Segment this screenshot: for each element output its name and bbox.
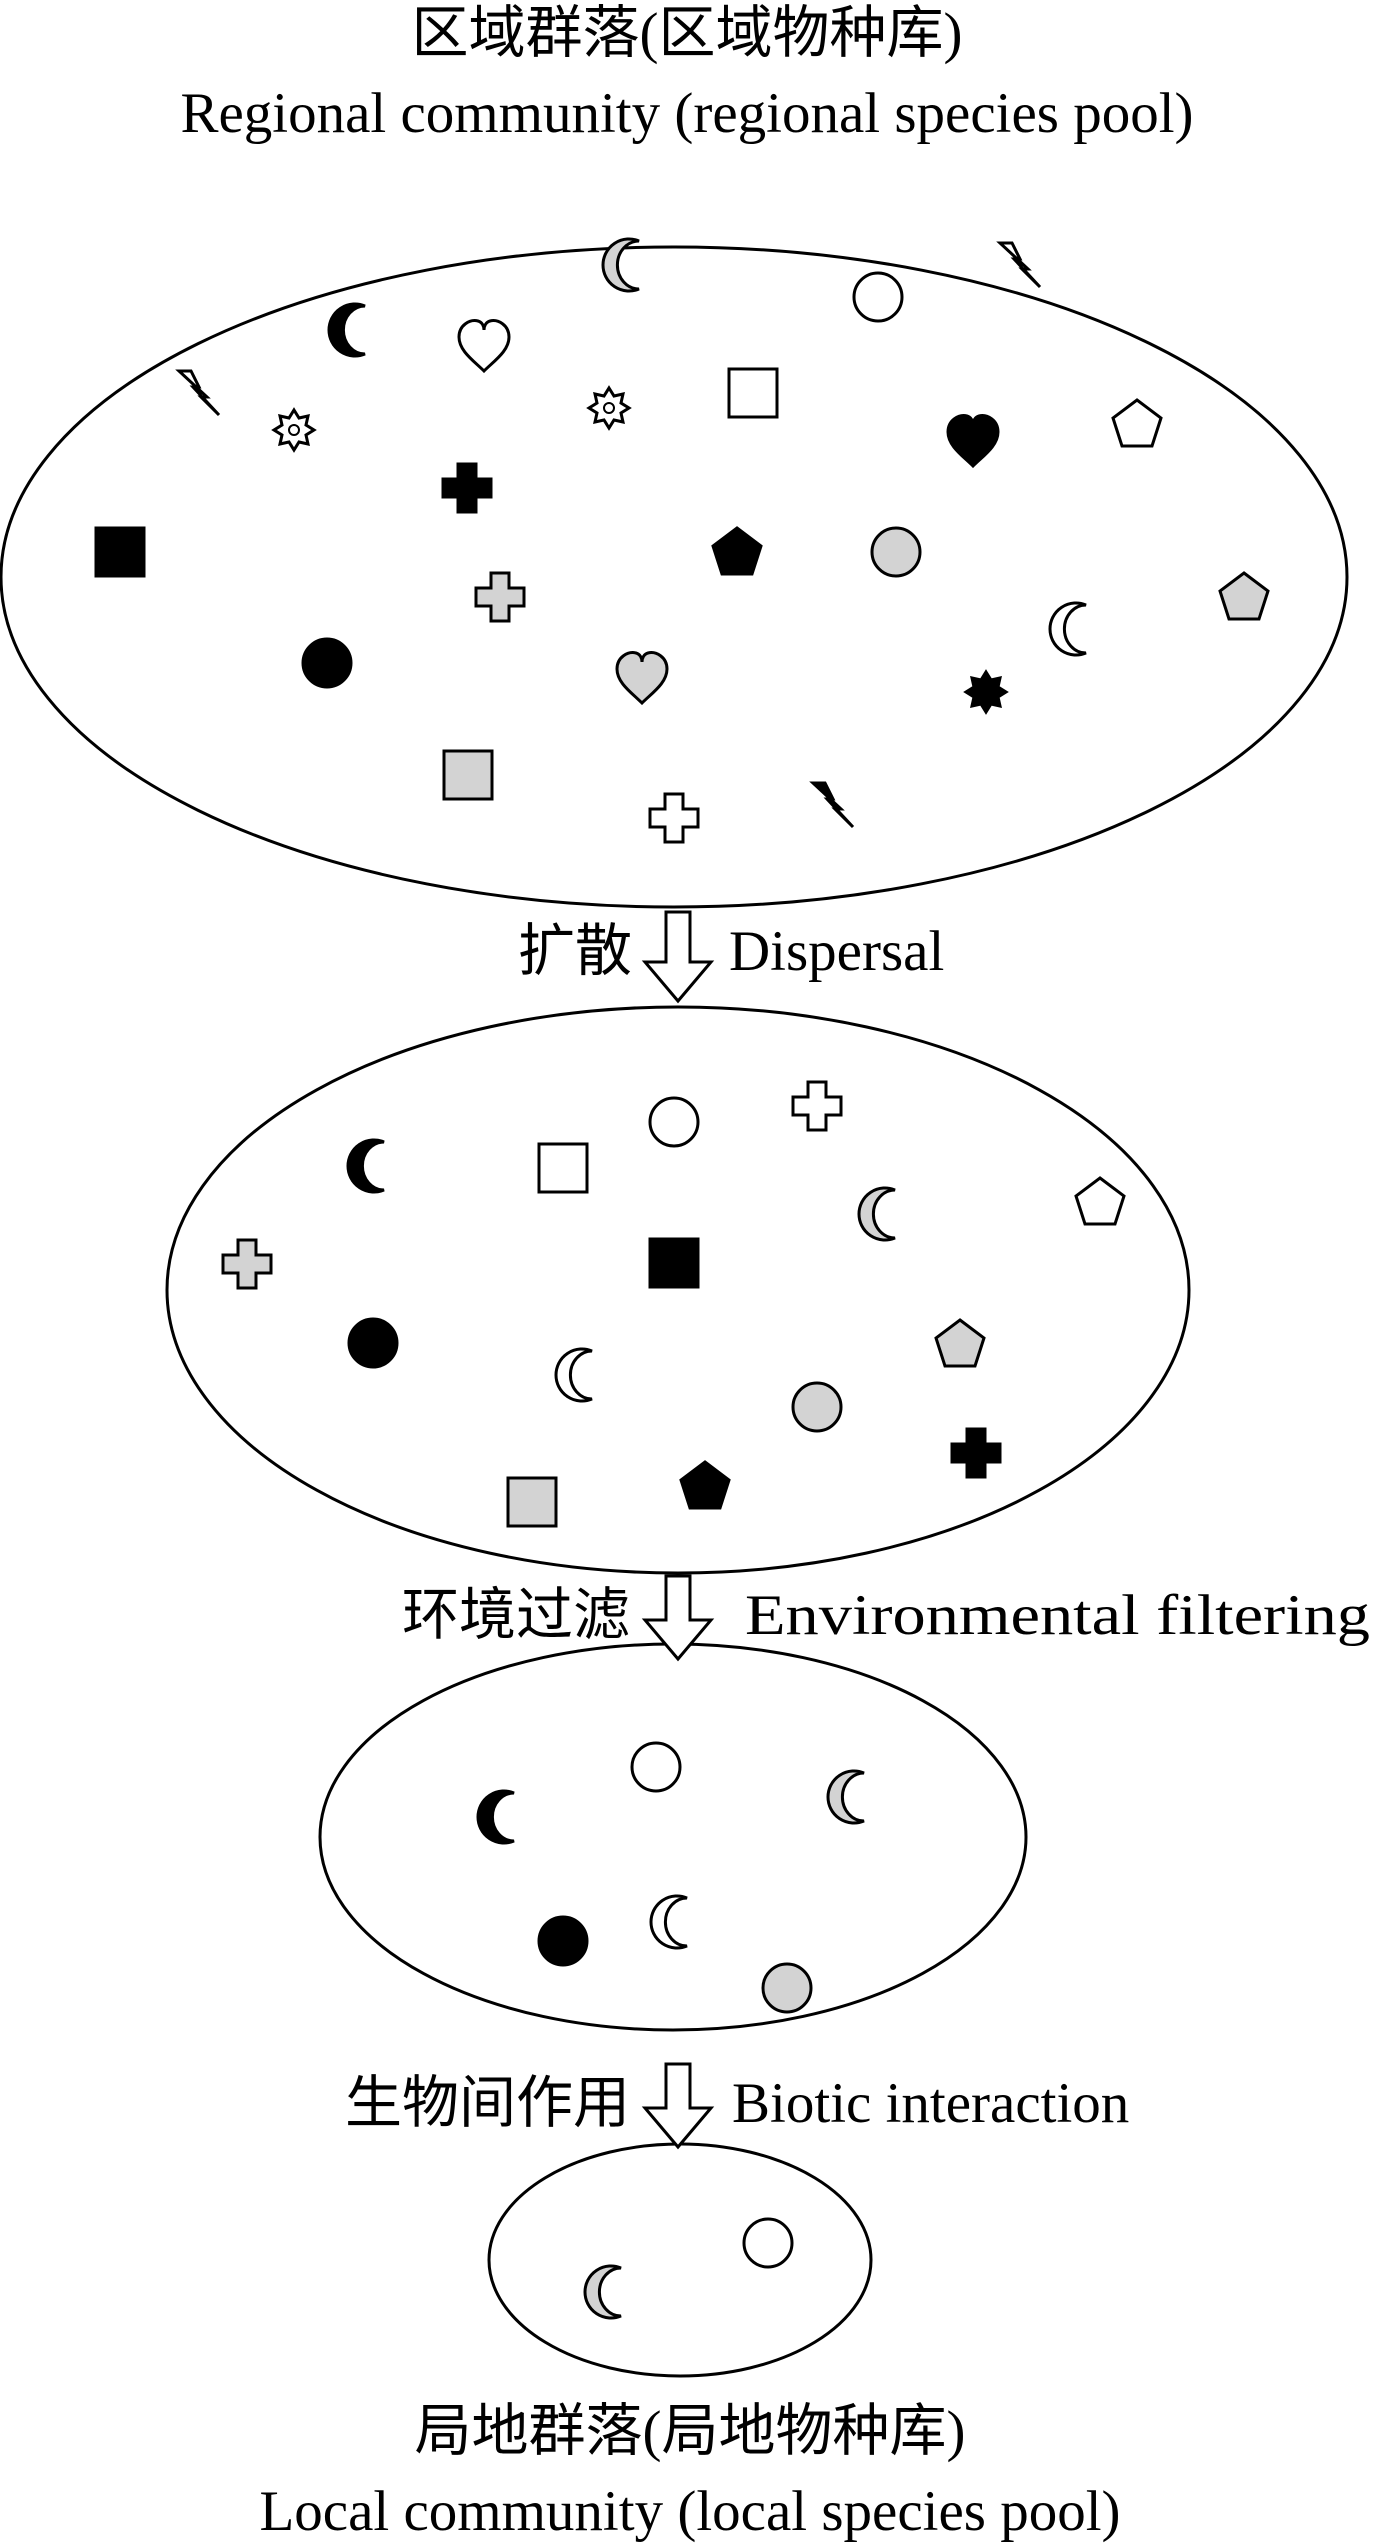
moon-icon <box>476 1789 516 1845</box>
circle-icon <box>347 1317 399 1369</box>
lightning-icon <box>998 241 1042 289</box>
moon-icon <box>826 1769 866 1825</box>
cross-icon <box>648 792 700 844</box>
lightning-icon <box>811 781 855 829</box>
circle-icon <box>742 2217 794 2269</box>
local-title-cn: 局地群落(局地物种库) <box>415 2400 966 2463</box>
cross-icon <box>791 1080 843 1132</box>
pentagon-icon <box>934 1318 986 1368</box>
circle-icon <box>630 1741 682 1793</box>
pentagon-icon <box>1111 398 1163 448</box>
step-biotic-interaction: 生物间作用 Biotic interaction <box>345 2062 1129 2150</box>
dispersal-pool-boundary <box>165 1005 1191 1575</box>
cross-icon <box>474 571 526 623</box>
step-dispersal: 扩散 Dispersal <box>518 910 944 1004</box>
square-icon <box>442 749 494 801</box>
step-label-cn: 扩散 <box>518 920 632 983</box>
square-icon <box>537 1142 589 1194</box>
heart-icon <box>457 319 511 373</box>
pentagon-icon <box>679 1460 731 1510</box>
moon-icon <box>583 2264 623 2320</box>
heart-icon <box>946 414 1000 468</box>
circle-icon <box>791 1381 843 1433</box>
step-label-en: Dispersal <box>729 920 944 983</box>
moon-icon <box>554 1347 594 1403</box>
square-icon <box>506 1476 558 1528</box>
step-environmental-filtering: 环境过滤 Environmental filtering <box>402 1574 1370 1662</box>
pentagon-icon <box>1074 1176 1126 1226</box>
circle-icon <box>301 637 353 689</box>
step-label-cn: 环境过滤 <box>402 1584 630 1647</box>
moon-icon <box>346 1138 386 1194</box>
local-pool-boundary <box>487 2142 873 2378</box>
down-arrow-icon <box>641 910 715 1004</box>
filtered-pool <box>318 1642 1028 2032</box>
circle-icon <box>870 526 922 578</box>
moon-icon <box>1048 601 1088 657</box>
circle-icon <box>648 1096 700 1148</box>
cross-icon <box>950 1427 1002 1479</box>
filtered-pool-boundary <box>318 1642 1028 2032</box>
moon-icon <box>327 302 367 358</box>
star-icon <box>587 386 631 430</box>
lightning-icon <box>177 369 221 417</box>
circle-icon <box>761 1962 813 2014</box>
star-icon <box>272 408 316 452</box>
heart-icon <box>615 651 669 705</box>
regional-title-cn: 区域群落(区域物种库) <box>412 2 963 65</box>
pentagon-icon <box>1218 571 1270 621</box>
moon-icon <box>857 1186 897 1242</box>
step-label-en: Environmental filtering <box>745 1584 1370 1647</box>
local-pool <box>487 2142 873 2378</box>
square-icon <box>648 1237 700 1289</box>
step-label-en: Biotic interaction <box>732 2072 1129 2135</box>
circle-icon <box>537 1915 589 1967</box>
star-icon <box>964 670 1008 714</box>
square-icon <box>727 367 779 419</box>
regional-title-en: Regional community (regional species poo… <box>180 82 1193 145</box>
cross-icon <box>221 1238 273 1290</box>
step-label-cn: 生物间作用 <box>345 2072 630 2135</box>
down-arrow-icon <box>641 1574 715 1662</box>
dispersal-pool <box>165 1005 1191 1575</box>
cross-icon <box>441 462 493 514</box>
circle-icon <box>852 271 904 323</box>
square-icon <box>94 526 146 578</box>
regional-pool-boundary <box>0 245 1349 909</box>
local-title-en: Local community (local species pool) <box>259 2480 1120 2543</box>
regional-pool <box>0 237 1349 909</box>
moon-icon <box>649 1894 689 1950</box>
pentagon-icon <box>711 526 763 576</box>
down-arrow-icon <box>641 2062 715 2150</box>
